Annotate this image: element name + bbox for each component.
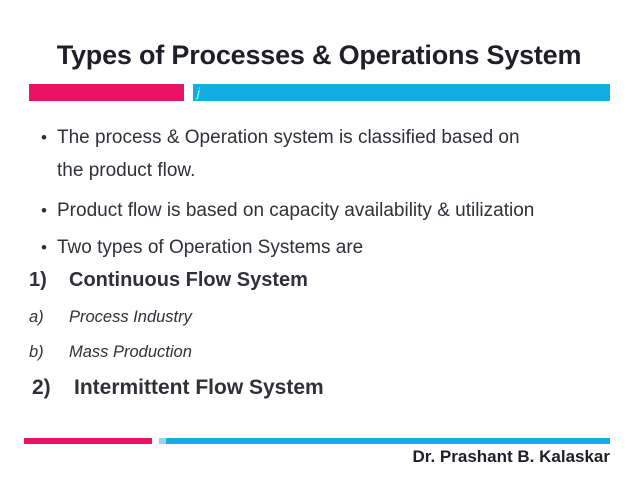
list-item-text: Process Industry (69, 308, 192, 326)
number-marker: 1) (29, 269, 47, 291)
list-item: • Two types of Operation Systems are (0, 231, 638, 264)
divider-pink-segment (29, 84, 184, 101)
author-credit: Dr. Prashant B. Kalaskar (412, 447, 610, 466)
divider-cyan-segment (166, 438, 610, 444)
divider-pink-segment (24, 438, 152, 444)
slide-title: Types of Processes & Operations System (56, 40, 582, 70)
slide-body: • The process & Operation system is clas… (0, 121, 638, 405)
bullet-marker: • (41, 128, 47, 147)
number-marker: 2) (32, 376, 51, 399)
footer-divider-bar (0, 438, 638, 444)
divider-stray-glyph: j (197, 85, 200, 100)
list-item-numbered: 2) Intermittent Flow System (0, 370, 638, 405)
list-item-numbered: 1) Continuous Flow System (0, 264, 638, 297)
list-item-text: Continuous Flow System (69, 269, 308, 291)
list-item-text: Intermittent Flow System (74, 376, 324, 399)
list-item-text: Mass Production (69, 343, 192, 361)
title-divider-bar: j (0, 84, 638, 101)
list-item-text: The process & Operation system is classi… (57, 127, 520, 181)
bullet-marker: • (41, 238, 47, 257)
bullet-marker: • (41, 201, 47, 220)
list-item: • The process & Operation system is clas… (0, 121, 638, 187)
list-item-lettered: a) Process Industry (0, 301, 638, 334)
list-item: • Product flow is based on capacity avai… (0, 194, 638, 227)
letter-marker: a) (29, 308, 44, 326)
divider-cyan-light-segment (159, 438, 166, 444)
letter-marker: b) (29, 343, 44, 361)
list-item-text: Product flow is based on capacity availa… (57, 200, 535, 221)
list-item-lettered: b) Mass Production (0, 336, 638, 369)
divider-cyan-segment: j (193, 84, 610, 101)
list-item-text: Two types of Operation Systems are (57, 237, 364, 258)
